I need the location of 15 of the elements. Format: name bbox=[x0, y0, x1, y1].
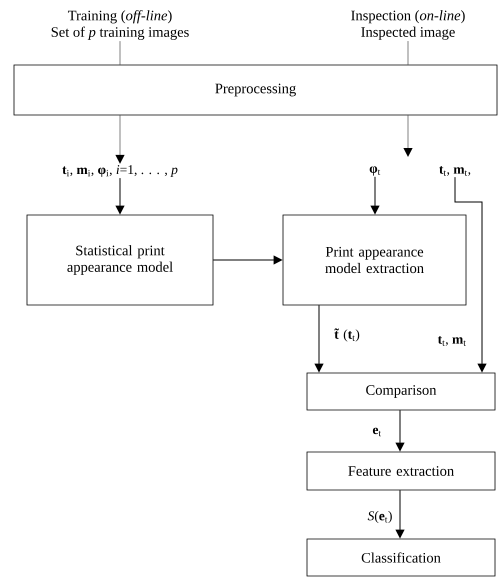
process-box: Statistical print appearance model bbox=[26, 214, 214, 306]
input-label: Training (off-line) Set of p training images bbox=[52, 10, 189, 40]
data-label: φ$_{t}$ bbox=[370, 166, 380, 176]
data-label: t$_{i}$, m$_{i}$, φ$_{i}$, i=1, . . . , p bbox=[62, 165, 178, 177]
data-label: t$_{t}$, m$_{t}$, bbox=[439, 166, 470, 176]
edge-label: e$_{t}$ bbox=[371, 426, 383, 438]
process-box: Print appearance model extraction bbox=[282, 214, 466, 306]
input-label: Inspection (on-line) Inspected image bbox=[351, 10, 465, 40]
process-box: Feature extraction bbox=[306, 452, 496, 490]
process-box: Preprocessing bbox=[14, 64, 498, 116]
edge-label: t$_{t}$, m$_{t}$ bbox=[436, 335, 468, 347]
edge-label: t̃(t$_{t}$) bbox=[333, 327, 361, 343]
edge-label: S(e$_{t}$) bbox=[366, 510, 394, 524]
process-box: Classification bbox=[306, 538, 496, 576]
process-box: Comparison bbox=[306, 372, 496, 410]
